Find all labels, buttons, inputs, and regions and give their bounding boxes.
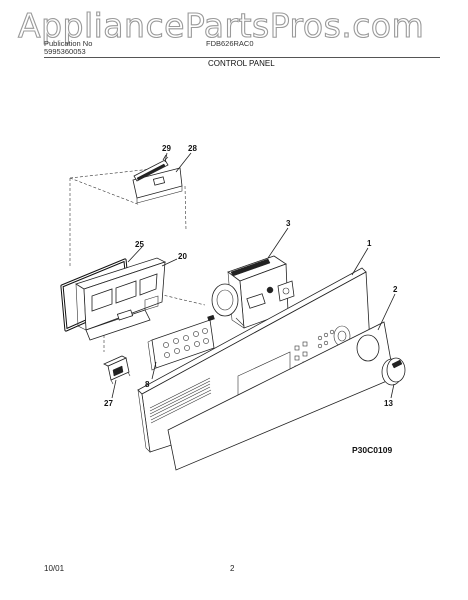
part-13-knob xyxy=(381,357,406,386)
part-29-ribbon-connector xyxy=(133,154,169,182)
callout-27: 27 xyxy=(104,399,113,408)
part-27-switch xyxy=(103,355,131,385)
footer-date: 10/01 xyxy=(44,564,65,573)
section-title: CONTROL PANEL xyxy=(208,59,275,68)
drawing-code: P30C0109 xyxy=(352,445,392,455)
callout-28: 28 xyxy=(188,144,197,153)
part-3-timer-module xyxy=(211,255,295,329)
watermark-logo: AppliancePartsPros.com xyxy=(17,5,425,45)
callout-3: 3 xyxy=(286,219,291,228)
footer-page-number: 2 xyxy=(230,564,235,573)
model-number: FDB626RAC0 xyxy=(206,39,254,48)
part-8-button-board xyxy=(147,314,215,371)
vent-slots xyxy=(149,377,212,424)
publication-number: 5995360053 xyxy=(44,47,86,56)
callout-29: 29 xyxy=(162,144,171,153)
part-20-display-housing xyxy=(75,257,167,341)
assembly-guide-lines xyxy=(69,167,206,352)
leader-lines xyxy=(111,152,396,399)
header-rule xyxy=(44,57,440,58)
callout-8: 8 xyxy=(145,380,150,389)
part-28-circuit-board xyxy=(132,167,183,204)
publication-label: Publication No xyxy=(44,39,93,48)
button-pads xyxy=(163,328,209,358)
callout-2: 2 xyxy=(393,285,398,294)
part-1-control-panel xyxy=(137,267,373,453)
callout-20: 20 xyxy=(178,252,187,261)
small-buttons xyxy=(317,329,335,349)
callout-1: 1 xyxy=(367,239,372,248)
callout-13: 13 xyxy=(384,399,393,408)
callout-25: 25 xyxy=(135,240,144,249)
